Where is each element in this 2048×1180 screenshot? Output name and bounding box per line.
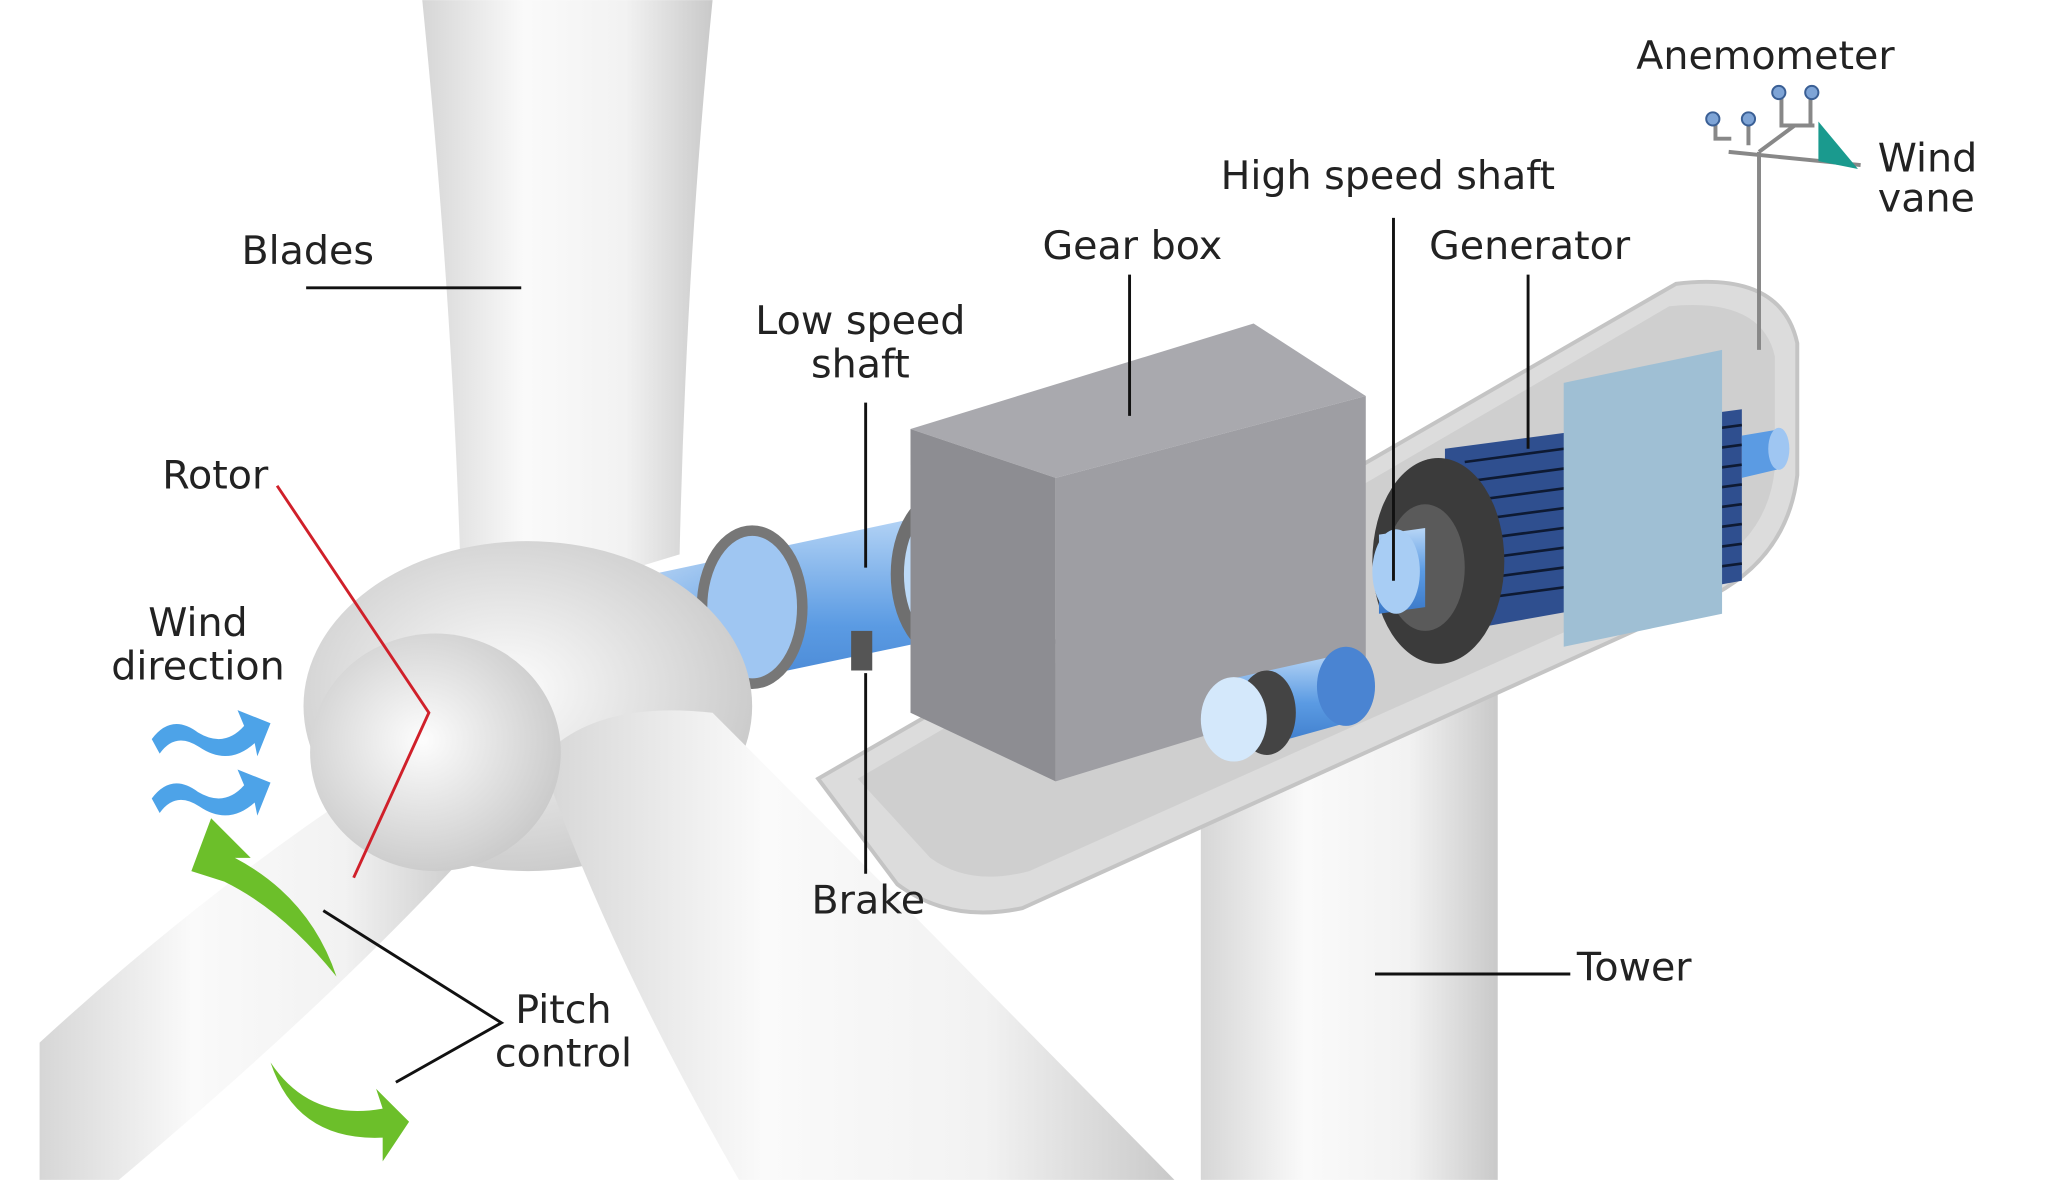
anemometer-mast <box>1713 92 1861 350</box>
wind-direction-arrows <box>151 710 271 816</box>
label-wind-vane-line1: Wind <box>1878 136 1977 182</box>
lower-left-blade <box>39 791 476 1180</box>
gear-box-top <box>910 323 1366 478</box>
label-generator: Generator <box>1429 223 1631 269</box>
aux-shaft-face <box>1200 677 1267 762</box>
label-wind-direction-line2: direction <box>111 644 284 690</box>
gear-box-left <box>910 429 1056 782</box>
generator-rear-shaft-end <box>1768 427 1790 470</box>
aux-shaft-end <box>1316 646 1376 726</box>
label-low-speed-shaft-line2: shaft <box>811 342 910 388</box>
leader-lines <box>306 217 1571 1084</box>
label-gear-box: Gear box <box>1042 223 1222 269</box>
label-pitch-control-line1: Pitch <box>515 987 611 1033</box>
label-brake: Brake <box>812 877 926 923</box>
label-tower: Tower <box>1576 945 1692 991</box>
label-low-speed-shaft-line1: Low speed <box>755 298 965 344</box>
pitch-control-arrows <box>191 818 410 1162</box>
rotor-leader-line <box>275 484 431 879</box>
label-pitch-control-line2: control <box>495 1030 632 1076</box>
wind-vane <box>1818 121 1858 170</box>
label-rotor: Rotor <box>162 452 269 498</box>
high-speed-shaft-end <box>1372 529 1420 614</box>
brake <box>851 630 873 671</box>
rotor-nose <box>310 633 561 872</box>
label-wind-direction-line1: Wind <box>148 600 247 646</box>
label-high-speed-shaft: High speed shaft <box>1221 153 1555 199</box>
label-wind-vane-line2: vane <box>1878 175 1975 221</box>
label-blades: Blades <box>241 228 373 274</box>
generator-housing <box>1563 349 1723 647</box>
lower-right-blade <box>541 710 1175 1180</box>
anemometer-cups <box>1705 84 1820 127</box>
tower <box>1200 686 1498 1180</box>
label-anemometer: Anemometer <box>1636 33 1895 79</box>
upper-blade <box>422 0 713 621</box>
